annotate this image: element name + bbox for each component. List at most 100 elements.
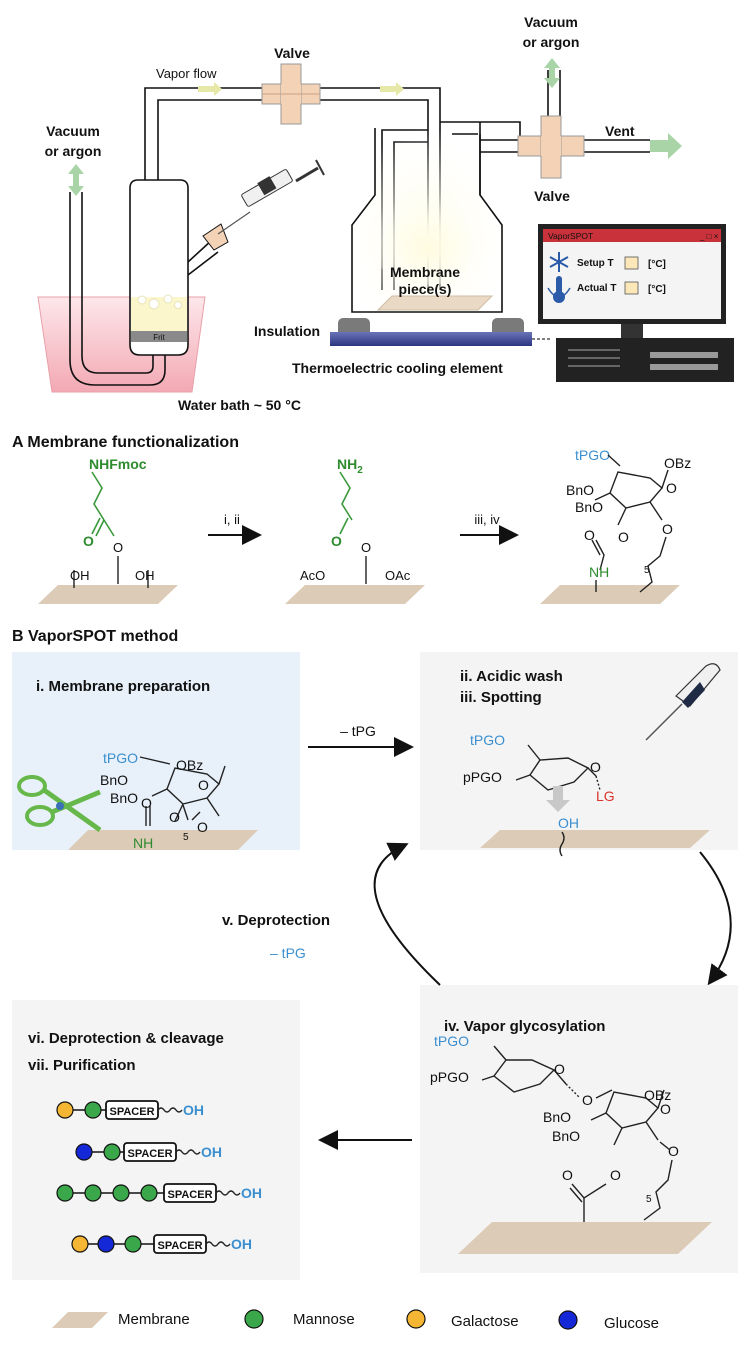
minus-tpg-v-label: – tPG [270,945,306,961]
vacuum-arrow-right-icon [544,58,560,88]
oac-label: OAc [385,568,411,583]
panel-a: A Membrane functionalization O O NHFmoc … [12,434,691,604]
legend-galactose-swatch [406,1309,426,1329]
galactose-residue [56,1101,74,1119]
vent-label: Vent [605,123,635,139]
carbonyl-o-a2: O [331,533,342,549]
ppgo-label-biv: pPGO [430,1069,469,1085]
step-ii-label: ii. Acidic wash [460,668,563,685]
anomeric-o-bi: O [197,819,208,835]
nh2-label: NH2 [337,456,363,476]
legend-glucose-swatch [558,1310,578,1330]
legend-membrane-swatch [52,1312,108,1328]
oh-label: OH [201,1144,222,1160]
carbamate-o2-a: O [618,529,629,545]
oh-label: OH [241,1185,262,1201]
step-vii-label: vii. Purification [28,1057,136,1074]
legend: Membrane Mannose Galactose Glucose [52,1309,659,1332]
vacuum-right-label-2: or argon [523,34,580,50]
lg-label: LG [596,788,615,804]
u-tube [69,192,166,386]
nhfmoc-label: NHFmoc [89,456,147,472]
nh-label-bi: NH [133,835,153,851]
carbamate-o-a: O [584,527,595,543]
panel-b-title: B VaporSPOT method [12,628,178,645]
link-o-biv: O [582,1092,593,1108]
tpgo-label-biv: tPGO [434,1033,469,1049]
arrow-iv-to-ii [373,842,441,986]
setup-t-label: Setup T [577,258,614,269]
actual-t-field[interactable] [624,281,639,295]
tpgo-label-a: tPGO [575,447,610,463]
vapor-flow-arrow-1-icon [198,82,222,96]
anomeric-o-a: O [662,521,673,537]
membrane-bii [480,830,710,848]
carbamate-o2-bi: O [169,809,180,825]
minus-tpg-top-label: – tPG [340,723,376,739]
septum [202,223,229,251]
panel-b: B VaporSPOT method i. Membrane preparati… [12,628,738,1280]
vacuum-right-label-1: Vacuum [524,14,578,30]
anomeric-o-biv: O [668,1143,679,1159]
ester-o-biv: O [610,1167,621,1183]
water-bath-label: Water bath ~ 50 °C [178,397,301,413]
legend-membrane-label: Membrane [118,1311,190,1328]
step-i-label: i. Membrane preparation [36,678,210,695]
setup-t-field[interactable] [624,256,639,270]
membrane-a2 [285,585,425,604]
legend-mannose-label: Mannose [293,1311,355,1328]
oh-left-label: OH [70,568,90,583]
membrane-a3 [540,585,680,604]
obz-label-bi: OBz [176,757,203,773]
ester-o-a2: O [361,540,371,555]
membrane-biv [458,1222,712,1254]
obz-label-a: OBz [664,455,691,471]
membrane-piece [376,295,494,311]
apparatus: Frit Vapor flow Val [37,14,734,413]
carbonyl-o-a1: O [83,533,94,549]
glucose-residue [97,1235,115,1253]
ring-o-a: O [666,480,677,496]
oh-label-bii: OH [558,815,579,831]
step-i-ii-label: i, ii [224,512,240,527]
bno-label-a1: BnO [566,482,594,498]
ring-o-biv2: O [660,1101,671,1117]
box-acidic-wash-spotting [420,652,738,850]
sub5-bi: 5 [183,832,189,843]
actual-t-label: Actual T [577,283,616,294]
glycan-3: SPACER OH [56,1183,262,1203]
ring-o-biv1: O [554,1061,565,1077]
computer: VaporSPOT _ □ × Setup T [°C] Actual T [°… [538,224,734,382]
mannose-residue [124,1235,142,1253]
galactose-residue [71,1235,89,1253]
software-title: VaporSPOT [548,231,593,241]
computer-case [556,338,734,382]
legend-mannose-swatch [244,1309,264,1329]
membrane-a1 [38,585,178,604]
syringe-icon [217,159,325,235]
glycan-2: SPACER OH [75,1142,222,1162]
vacuum-arrow-left-icon [68,164,84,196]
bno-label-bi1: BnO [100,772,128,788]
sub5-a: 5 [644,565,650,576]
thermometer-icon [547,276,571,303]
tpgo-label-bii: tPGO [470,732,505,748]
step-vi-label: vi. Deprotection & cleavage [28,1030,224,1047]
mannose-residue [103,1143,121,1161]
step-iii-label: iii. Spotting [460,689,542,706]
ppgo-label-bii: pPGO [463,769,502,785]
mannose-residue [56,1184,74,1202]
glycan-4: SPACER OH [71,1234,252,1254]
legend-glucose-label: Glucose [604,1315,659,1332]
nh-label-a: NH [589,564,609,580]
tpgo-label-bi: tPGO [103,750,138,766]
setup-t-unit: [°C] [648,259,666,270]
pipette-icon [645,663,721,741]
frit-label: Frit [153,333,165,342]
spacer-label: SPACER [167,1189,212,1201]
mannose-residue [84,1184,102,1202]
box-membrane-preparation [12,652,300,850]
spacer-label: SPACER [127,1148,172,1160]
legend-galactose-label: Galactose [451,1313,519,1330]
